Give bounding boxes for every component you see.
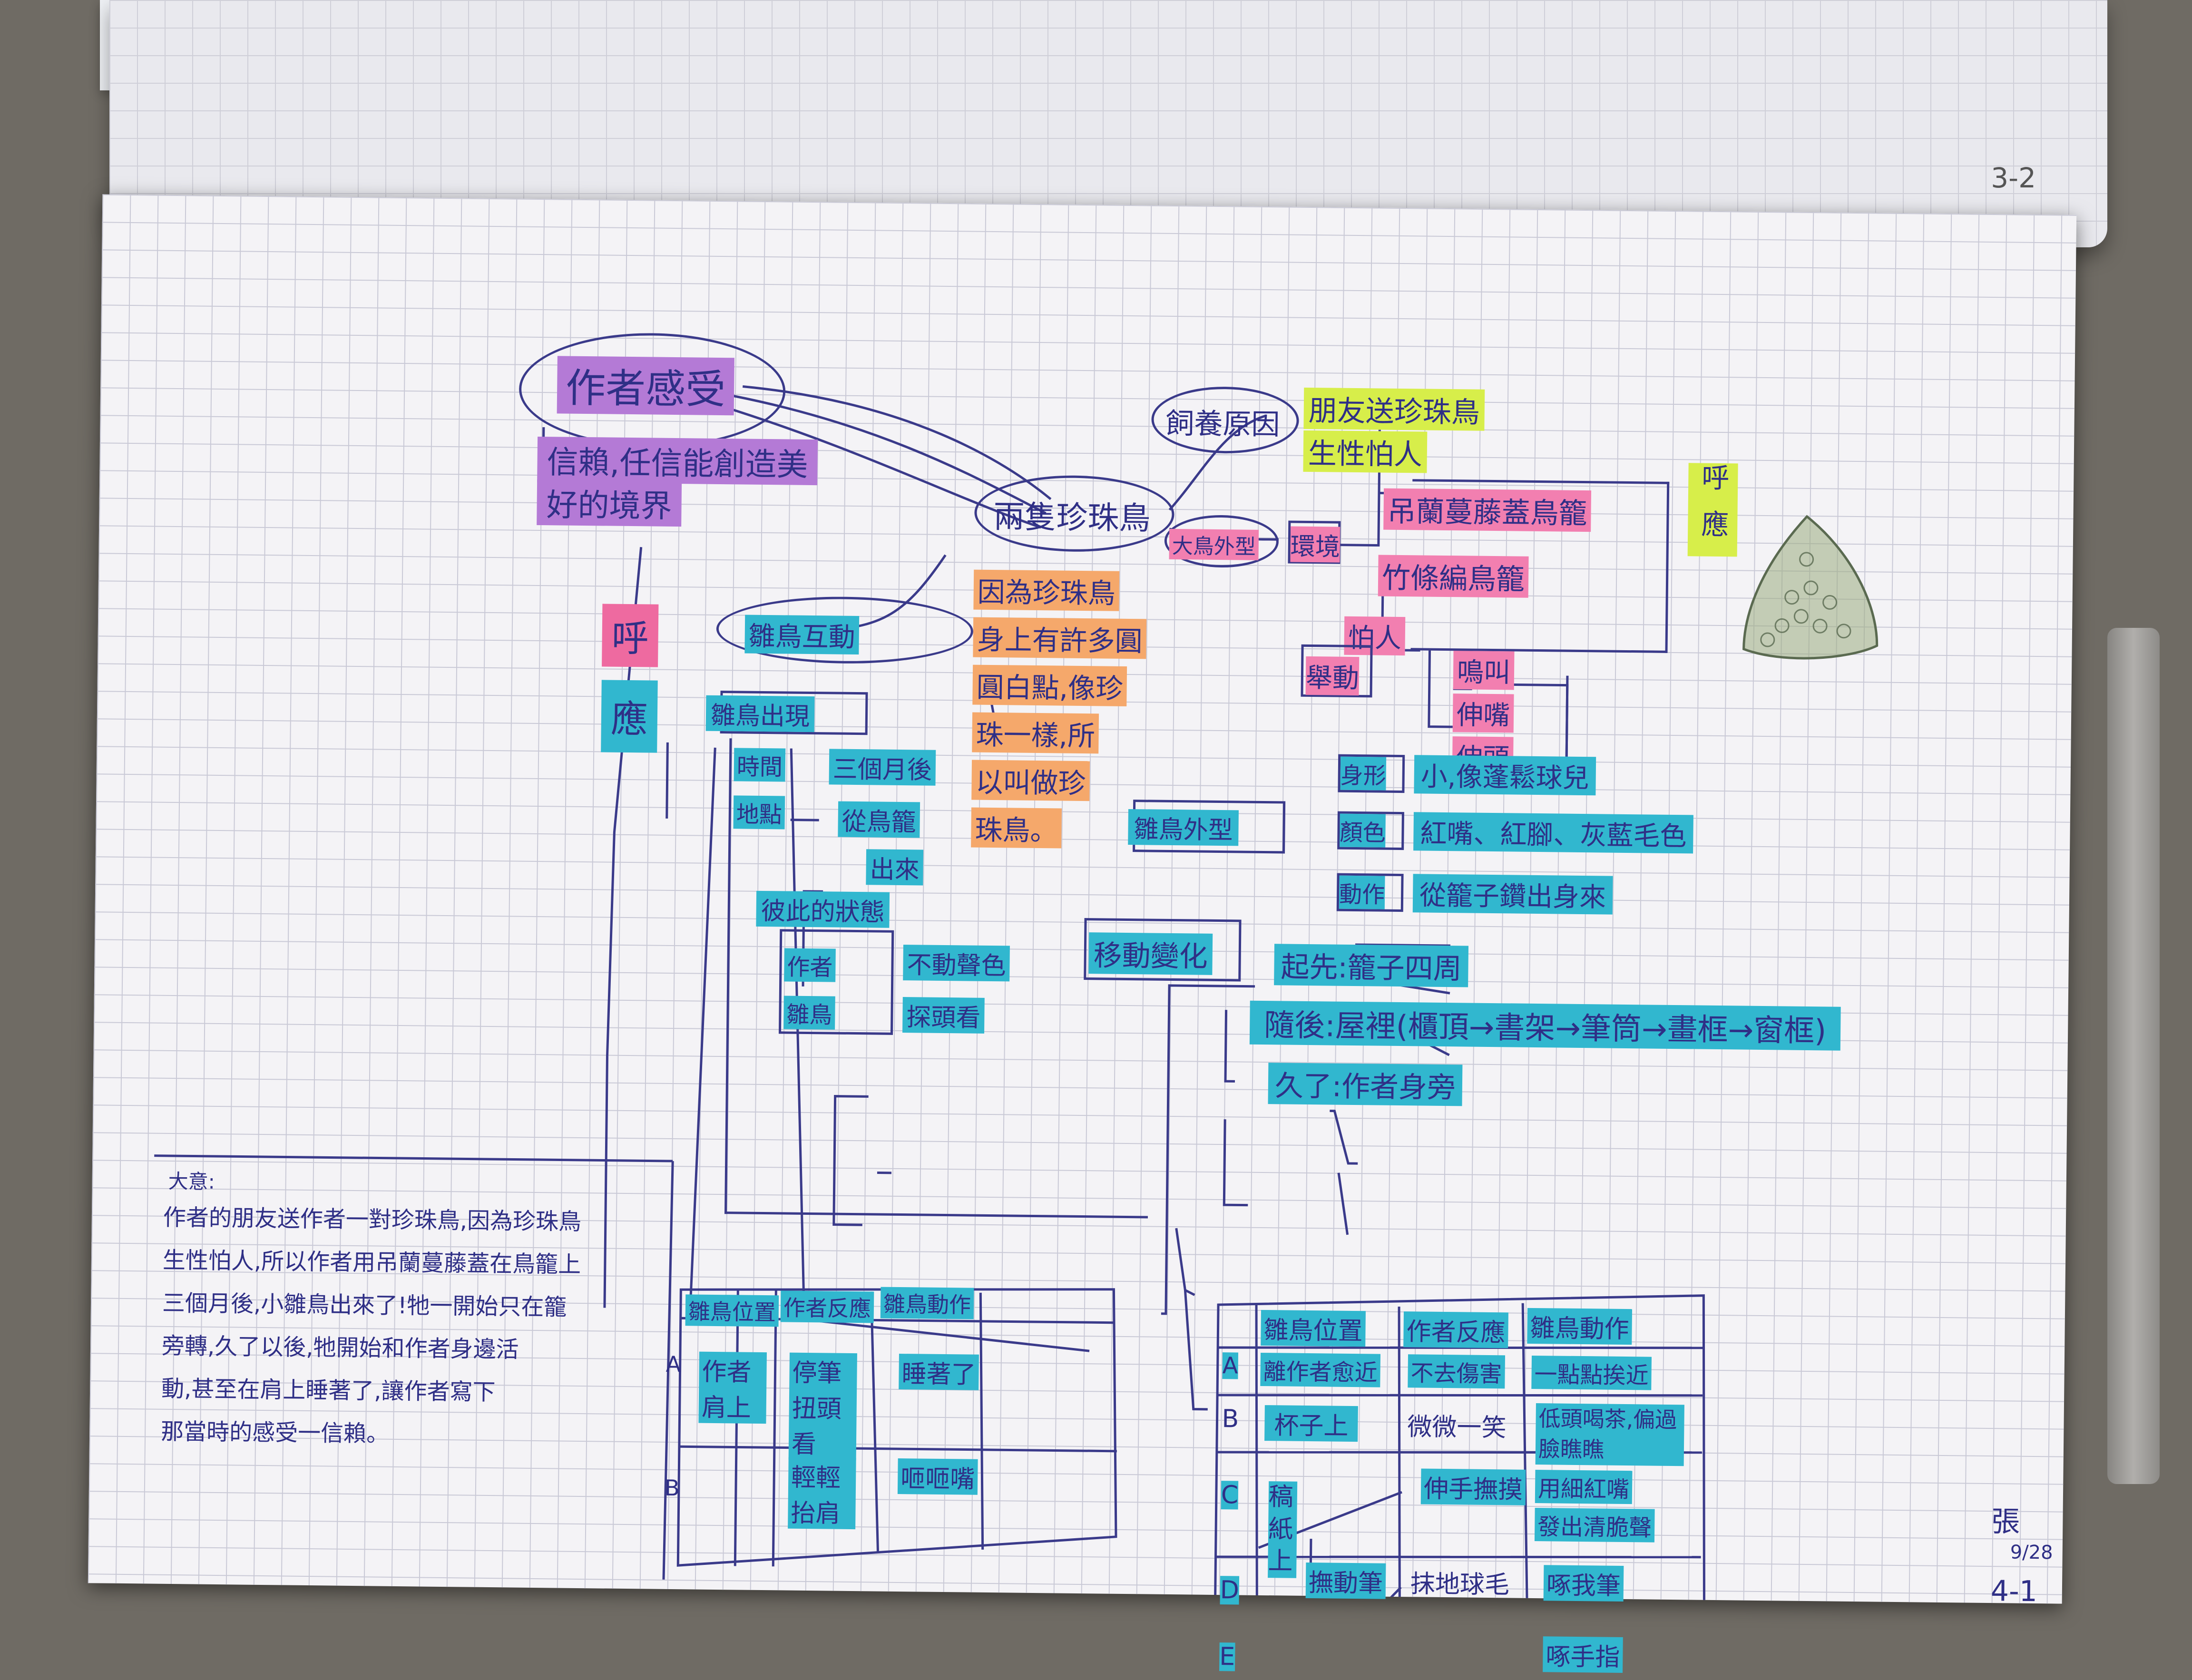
summary-line-4: 旁轉,久了以後,牠開始和作者身邊活 bbox=[161, 1332, 519, 1363]
summary-line-5: 動,甚至在肩上睡著了,讓作者寫下 bbox=[161, 1375, 496, 1406]
rt-extra-1: 用細紅嘴 bbox=[1535, 1470, 1633, 1504]
rt-row-e-bird: 啄手指 bbox=[1543, 1636, 1623, 1673]
lt-row-a-position: 作者肩上 bbox=[698, 1351, 767, 1424]
chick-time-label: 時間 bbox=[734, 748, 786, 782]
rt-row-a-bird: 一點點挨近 bbox=[1531, 1355, 1652, 1390]
rt-row-a-label: A bbox=[1222, 1352, 1238, 1379]
lt-row-a-bird: 睡著了 bbox=[899, 1354, 979, 1390]
chick-box-label: 雛鳥互動 bbox=[744, 615, 860, 655]
page-corner-label: 3-2 bbox=[1991, 162, 2036, 194]
left-echo-2: 應 bbox=[601, 680, 658, 753]
author-feeling-detail-2: 好的境界 bbox=[537, 479, 682, 527]
rt-row-c-label: C bbox=[1221, 1481, 1239, 1510]
adult-env-1: 吊蘭蔓藤蓋鳥籠 bbox=[1383, 488, 1592, 532]
rt-header-1: 雛鳥位置 bbox=[1261, 1309, 1366, 1347]
chick-author: 作者 bbox=[784, 948, 836, 982]
name-origin-1: 因為珍珠鳥 bbox=[973, 569, 1120, 611]
summary-line-2: 生性怕人,所以作者用吊蘭蔓藤蓋在鳥籠上 bbox=[162, 1247, 581, 1279]
rt-row-a-author: 不去傷害 bbox=[1408, 1354, 1506, 1389]
look-shape-value: 小,像蓬鬆球兒 bbox=[1414, 755, 1596, 796]
lt-row-b-bird: 咂咂嘴 bbox=[897, 1458, 978, 1495]
rt-row-e-label: E bbox=[1219, 1642, 1235, 1671]
lt-row-b-author: 輕輕抬肩 bbox=[788, 1457, 856, 1530]
rt-row-d-bird: 啄我筆 bbox=[1543, 1565, 1624, 1602]
rt-row-a-position: 離作者愈近 bbox=[1260, 1352, 1381, 1387]
lt-row-a-author: 停筆扭頭看 bbox=[788, 1352, 857, 1461]
rt-row-d-author: 撫動筆 bbox=[1305, 1563, 1386, 1599]
raise-label: 飼養原因 bbox=[1165, 407, 1280, 442]
left-table-grid bbox=[676, 1288, 1117, 1567]
plastic-clip bbox=[2107, 628, 2160, 1484]
chick-time: 三個月後 bbox=[829, 749, 936, 786]
chick-author-state: 不動聲色 bbox=[903, 945, 1010, 982]
rt-header-3: 雛鳥動作 bbox=[1527, 1308, 1633, 1345]
chick-bird: 雛鳥 bbox=[783, 996, 835, 1030]
pencil-sketch bbox=[1742, 515, 1879, 660]
chick-state-label: 彼此的狀態 bbox=[756, 890, 890, 928]
look-color-label: 顏色 bbox=[1340, 813, 1386, 848]
look-action-label: 動作 bbox=[1339, 875, 1385, 909]
name-origin-3: 圓白點,像珍 bbox=[972, 664, 1127, 706]
center-topic: 兩隻珍珠鳥 bbox=[993, 498, 1151, 537]
rt-row-c-author: 伸手撫摸 bbox=[1420, 1468, 1526, 1505]
chick-look-label: 雛鳥外型 bbox=[1128, 809, 1239, 846]
lt-header-1: 雛鳥位置 bbox=[685, 1294, 779, 1327]
adult-env-2: 竹條編鳥籠 bbox=[1378, 555, 1529, 598]
look-color-value: 紅嘴、紅腳、灰藍毛色 bbox=[1413, 812, 1693, 854]
adult-action-label: 舉動 bbox=[1305, 656, 1360, 696]
summary-line-3: 三個月後,小雛鳥出來了!牠一開始只在籠 bbox=[162, 1289, 567, 1321]
rt-row-b-label: B bbox=[1222, 1405, 1239, 1434]
rt-extra-2: 發出清脆聲 bbox=[1534, 1508, 1655, 1543]
move-1: 起先:籠子四周 bbox=[1274, 944, 1469, 987]
move-change-label: 移動變化 bbox=[1088, 932, 1213, 975]
adult-env-label: 環境 bbox=[1290, 526, 1341, 563]
summary-line-1: 作者的朋友送作者一對珍珠鳥,因為珍珠鳥 bbox=[163, 1204, 582, 1236]
origin-2: 生性怕人 bbox=[1303, 430, 1428, 473]
lt-header-3: 雛鳥動作 bbox=[880, 1287, 974, 1319]
chick-bird-state: 探頭看 bbox=[902, 997, 985, 1034]
move-2: 隨後:屋裡(櫃頂→書架→筆筒→畫框→窗框) bbox=[1249, 1000, 1841, 1051]
rt-row-c-position: 稿紙上 bbox=[1268, 1481, 1298, 1578]
lt-header-2: 作者反應 bbox=[780, 1290, 874, 1323]
rt-row-b-author: 微微一笑 bbox=[1407, 1413, 1507, 1443]
left-echo-1: 呼 bbox=[602, 604, 659, 667]
summary-line-6: 那當時的感受一信賴。 bbox=[160, 1418, 390, 1447]
move-3: 久了:作者身旁 bbox=[1268, 1063, 1463, 1106]
rt-header-2: 作者反應 bbox=[1403, 1311, 1508, 1348]
rt-row-b-bird: 低頭喝茶,偏過臉瞧瞧 bbox=[1535, 1403, 1684, 1466]
name-origin-2: 身上有許多圓 bbox=[973, 617, 1147, 659]
rt-row-d-label: D bbox=[1220, 1576, 1240, 1605]
signature-initial: 張 bbox=[1991, 1505, 2020, 1539]
chick-place-2: 出來 bbox=[866, 849, 924, 886]
signature-date: 9/28 bbox=[2010, 1541, 2053, 1564]
author-feeling-label: 作者感受 bbox=[557, 356, 734, 416]
right-echo: 呼應 bbox=[1687, 463, 1738, 557]
chick-place: 從鳥籠 bbox=[838, 801, 920, 838]
signature-page: 4-1 bbox=[1990, 1574, 2038, 1609]
adult-bird-label: 大鳥外型 bbox=[1169, 528, 1259, 560]
lt-row-a-label: A bbox=[665, 1351, 681, 1377]
previous-page: 3-2 bbox=[109, 0, 2107, 247]
chick-appear-label: 雛鳥出現 bbox=[705, 695, 815, 733]
notebook-page: 作者感受 信賴,任信能創造美 好的境界 呼 應 兩隻珍珠鳥 飼養原因 朋友送珍珠… bbox=[88, 194, 2077, 1673]
rt-extra-3: 抹地球毛 bbox=[1410, 1570, 1510, 1600]
lt-row-b-label: B bbox=[664, 1475, 680, 1501]
adult-action-1: 鳴叫 bbox=[1453, 651, 1515, 690]
rt-row-b-position: 杯子上 bbox=[1264, 1405, 1358, 1442]
chick-place-label: 地點 bbox=[733, 795, 785, 830]
origin-1: 朋友送珍珠鳥 bbox=[1303, 387, 1485, 431]
summary-title: 大意: bbox=[168, 1169, 215, 1193]
author-feeling-detail-1: 信賴,任信能創造美 bbox=[537, 436, 818, 486]
look-shape-label: 身形 bbox=[1340, 756, 1387, 791]
look-action-value: 從籠子鑽出身來 bbox=[1412, 874, 1613, 915]
adult-action-2: 伸嘴 bbox=[1452, 693, 1514, 733]
